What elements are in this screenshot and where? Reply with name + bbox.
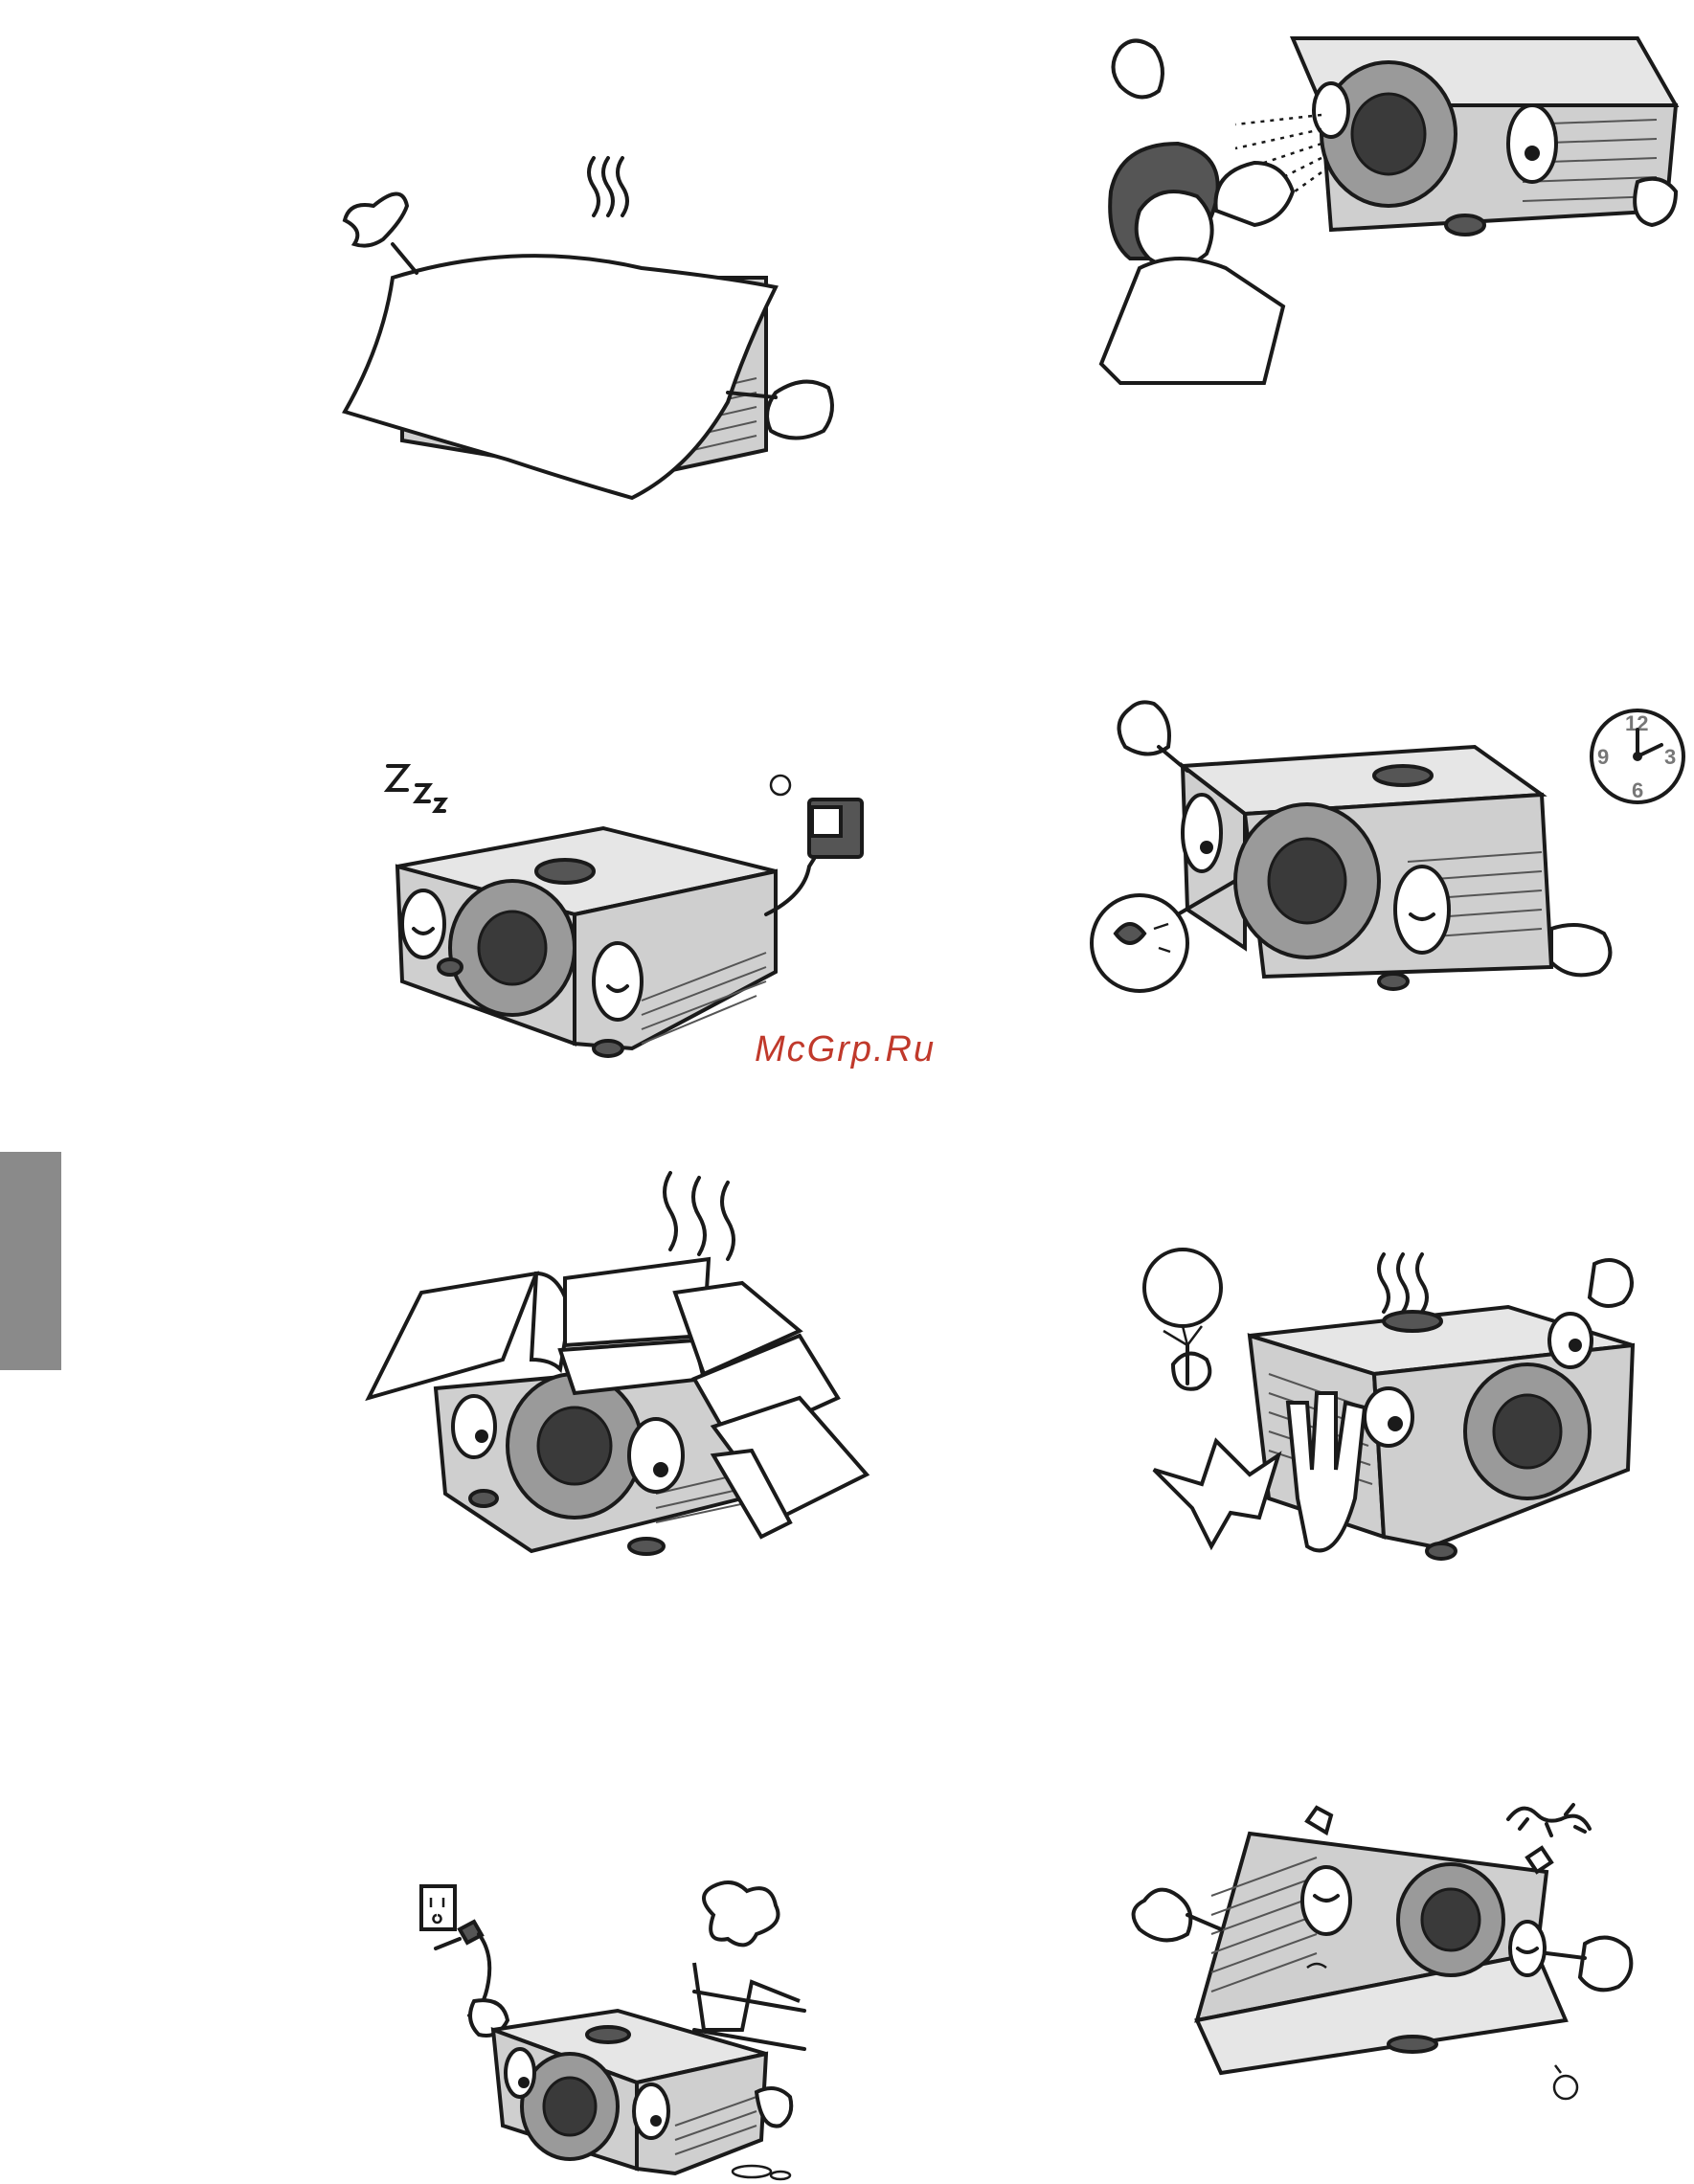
projector-unplug-steam-icon [417,1877,809,2183]
projector-covered-cloth-icon [326,153,862,517]
projector-lamp-clock-icon: 12 3 6 9 [1092,689,1685,1005]
projector-hot-vent-icon [1144,1250,1647,1565]
projector-books-blocked-icon [369,1168,881,1570]
clock-label-9: 9 [1597,745,1609,769]
section-tab [0,1152,61,1370]
projector-standby-adapter-icon [383,761,881,1077]
clock-icon: 12 3 6 9 [1592,710,1683,802]
projector-beam-eyes-icon [1101,19,1685,383]
projector-ceiling-mount-icon [1125,1800,1657,2116]
clock-label-6: 6 [1632,778,1643,802]
clock-label-3: 3 [1664,745,1676,769]
